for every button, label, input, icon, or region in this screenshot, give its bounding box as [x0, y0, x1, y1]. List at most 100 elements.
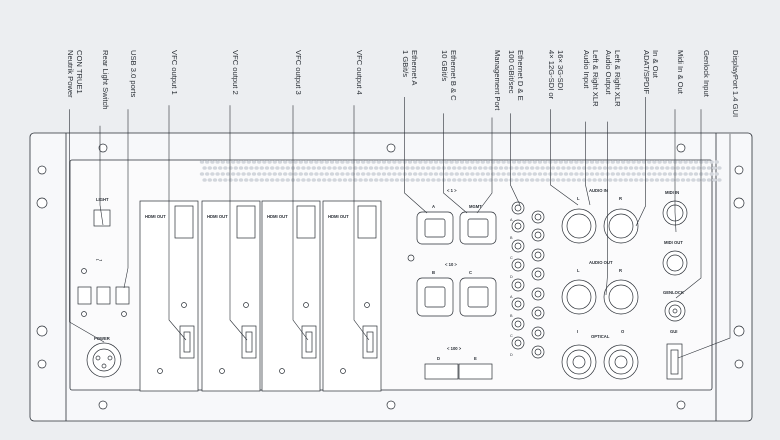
sdi-bnc-6[interactable]: B [510, 297, 545, 320]
vent-hole [657, 172, 662, 176]
vent-hole [688, 160, 693, 164]
vent-hole [345, 172, 350, 176]
vent-hole [379, 166, 384, 170]
midi-out-port[interactable] [662, 250, 688, 276]
sdi-bnc-7[interactable]: C [510, 317, 545, 340]
genlock-bnc[interactable] [664, 300, 686, 322]
vent-hole [405, 166, 410, 170]
vent-hole [355, 160, 361, 164]
vent-hole [649, 178, 654, 182]
vent-hole [311, 178, 316, 182]
vent-hole [652, 160, 657, 164]
callout-text: VFC output 2 [231, 50, 240, 95]
usb-port-2[interactable] [96, 286, 111, 305]
vent-hole [566, 166, 571, 170]
vent-hole [355, 172, 361, 176]
vent-hole [236, 172, 241, 176]
vent-hole [610, 172, 615, 176]
usb-port-1[interactable] [77, 286, 92, 305]
vent-hole [400, 178, 405, 182]
vent-hole [483, 166, 488, 170]
vent-hole [457, 166, 462, 170]
vent-hole [327, 178, 332, 182]
vent-hole [634, 166, 639, 170]
vent-hole [514, 178, 519, 182]
light-label: LIGHT [96, 197, 109, 202]
vent-hole [251, 160, 257, 164]
vent-hole [475, 160, 480, 164]
vent-hole [472, 178, 478, 182]
vent-hole [329, 172, 335, 176]
ethernet-b-port[interactable] [416, 277, 454, 317]
vent-hole [296, 166, 301, 170]
vent-hole [540, 166, 545, 170]
callout-text: Genlock Input [702, 50, 711, 98]
eth-ten-label: < 10 > [445, 262, 457, 267]
vent-hole [527, 172, 532, 176]
hdmi-port-3[interactable] [301, 325, 317, 359]
vent-hole [597, 178, 602, 182]
vent-hole [683, 172, 688, 176]
vent-hole [314, 172, 319, 176]
callout-vfc4: VFC output 4 [353, 50, 370, 341]
vent-hole [683, 160, 688, 164]
vent-hole [470, 172, 475, 176]
ethernet-e-port[interactable] [458, 363, 493, 380]
vent-hole [465, 172, 470, 176]
vent-hole [433, 172, 439, 176]
ethernet-c-port[interactable] [459, 277, 497, 317]
vent-hole [454, 172, 459, 176]
vent-hole [413, 172, 418, 176]
vent-hole [319, 160, 324, 164]
callout-text: 10 GBit/s [440, 50, 449, 81]
sdi-bnc-1[interactable]: A [510, 201, 545, 224]
sdi-bnc-3[interactable]: C [510, 239, 545, 262]
callout-text: DisplayPort 1.4 GUI [731, 50, 740, 117]
vent-hole [444, 160, 449, 164]
callout-genlock: Genlock Input [675, 50, 711, 299]
callout-vfc2: VFC output 2 [229, 50, 248, 341]
usb-port-3[interactable] [115, 286, 130, 305]
vent-hole [634, 178, 639, 182]
vent-hole [649, 166, 654, 170]
vent-hole [280, 166, 285, 170]
vent-hole [306, 178, 311, 182]
vent-hole [530, 178, 535, 182]
hdmi-port-4[interactable] [362, 325, 378, 359]
vent-hole [608, 178, 613, 182]
vent-hole [202, 178, 207, 182]
vent-hole [452, 178, 457, 182]
vent-hole [418, 172, 423, 176]
vent-hole [368, 178, 374, 182]
power-connector[interactable] [86, 342, 122, 378]
vent-hole [381, 172, 387, 176]
vent-hole [210, 172, 215, 176]
vent-hole [238, 166, 244, 170]
ethernet-d-port[interactable] [424, 363, 459, 380]
sdi-bnc-4[interactable]: D [510, 258, 545, 281]
sdi-bnc-5[interactable]: A [510, 278, 545, 301]
vent-hole [335, 172, 340, 176]
sdi-bnc-8[interactable]: D [510, 336, 545, 359]
vent-hole [358, 178, 363, 182]
ethernet-a-port[interactable] [416, 211, 454, 245]
vent-hole [717, 178, 722, 182]
vent-hole [342, 178, 348, 182]
vent-hole [519, 178, 524, 182]
vent-hole [301, 166, 306, 170]
vent-hole [436, 178, 441, 182]
callout-text: Audio Output [604, 50, 613, 95]
hdmi-port-1[interactable] [179, 325, 195, 359]
vent-hole [220, 160, 225, 164]
sdi-bnc-2[interactable]: B [510, 219, 545, 242]
vent-hole [628, 166, 634, 170]
vent-hole [410, 166, 415, 170]
vent-hole [662, 160, 667, 164]
hdmi-port-2[interactable] [241, 325, 257, 359]
vent-hole [608, 166, 613, 170]
vent-hole [639, 166, 644, 170]
callout-text: 100 GBit/sec [507, 50, 516, 94]
mgmt-port[interactable] [459, 211, 497, 245]
